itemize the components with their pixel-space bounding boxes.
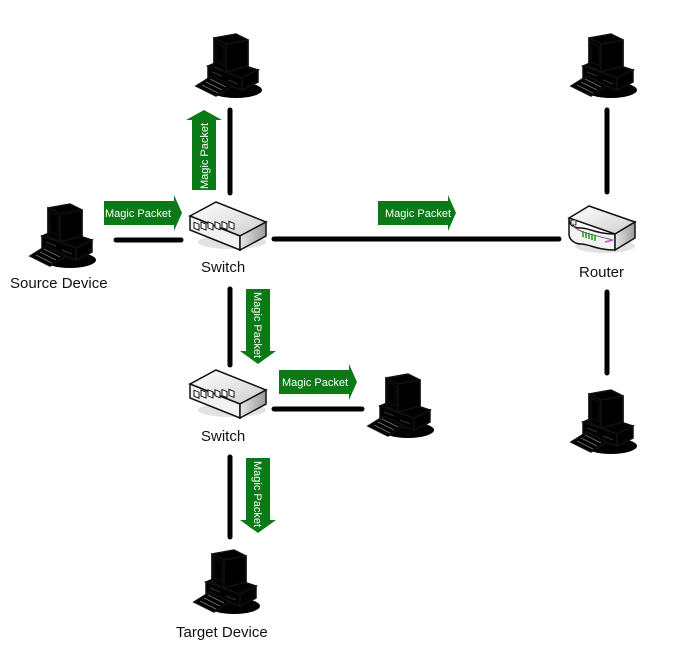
packet-label: Magic Packet bbox=[282, 377, 348, 389]
packet-arrow-switch2-right: Magic Packet bbox=[279, 364, 357, 400]
packet-label: Magic Packet bbox=[251, 292, 263, 358]
source-device-label: Source Device bbox=[10, 275, 108, 292]
switch-1-label: Switch bbox=[201, 259, 246, 276]
packet-arrow-switch1-up: Magic Packet bbox=[186, 110, 222, 190]
router-label: Router bbox=[579, 264, 625, 281]
links bbox=[113, 107, 610, 540]
packet-arrow-switch1-down: Magic Packet bbox=[240, 289, 276, 364]
computer-router-top-icon[interactable] bbox=[570, 33, 638, 99]
target-device-icon[interactable] bbox=[193, 549, 261, 615]
packet-arrow-source-switch1: Magic Packet bbox=[104, 195, 182, 231]
source-device-icon[interactable] bbox=[29, 203, 97, 269]
packet-label: Magic Packet bbox=[385, 208, 451, 220]
packet-label: Magic Packet bbox=[199, 123, 211, 189]
packet-arrow-switch1-router: Magic Packet bbox=[378, 195, 456, 231]
computer-switch2-right-icon[interactable] bbox=[367, 373, 435, 439]
packet-label: Magic Packet bbox=[105, 208, 171, 220]
computer-top-icon[interactable] bbox=[195, 33, 263, 99]
packet-arrow-switch2-down: Magic Packet bbox=[240, 458, 276, 533]
computer-router-bottom-icon[interactable] bbox=[570, 389, 638, 455]
switch-2-icon[interactable] bbox=[189, 369, 267, 419]
switch-1-icon[interactable] bbox=[189, 201, 267, 251]
router-icon[interactable] bbox=[567, 205, 637, 253]
target-device-label: Target Device bbox=[176, 624, 268, 641]
packet-label: Magic Packet bbox=[251, 461, 263, 527]
switch-2-label: Switch bbox=[201, 428, 246, 445]
